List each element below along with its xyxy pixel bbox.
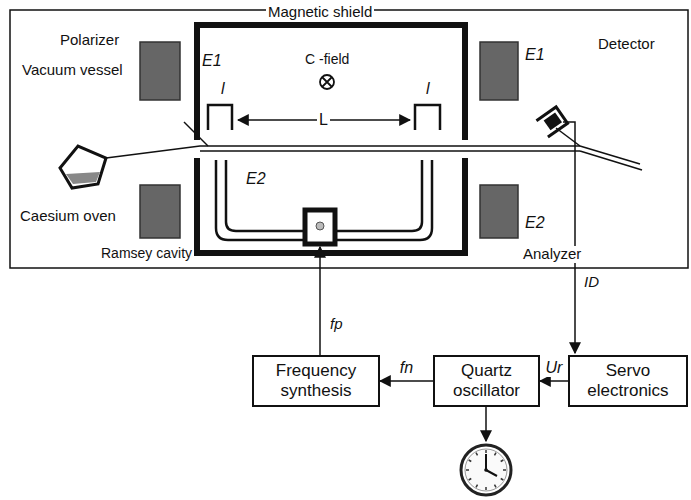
signal-label: fn <box>398 359 415 377</box>
part-label: Magnetic shield <box>266 4 374 21</box>
part-label: C -field <box>303 52 351 67</box>
field-label: E2 <box>244 170 268 188</box>
signal-label: fp <box>328 316 345 333</box>
caesium-oven <box>60 146 106 188</box>
field-label: E2 <box>523 214 547 232</box>
clock-output-line <box>485 407 487 441</box>
box-text: Frequency synthesis <box>260 361 372 400</box>
process-box: Quartz oscillator <box>433 355 540 407</box>
length-label: l <box>219 80 227 98</box>
clock-icon <box>461 445 511 495</box>
part-label: Polarizer <box>58 32 121 49</box>
signal-label: Ur <box>544 359 565 377</box>
process-box: Frequency synthesis <box>252 355 380 407</box>
field-label: E1 <box>523 46 547 64</box>
part-label: Ramsey cavity <box>99 246 194 261</box>
c-field-symbol <box>320 75 334 89</box>
box-text: Quartz oscillator <box>441 361 532 400</box>
signal-arrow <box>380 380 433 382</box>
process-box: Servo electronics <box>568 355 688 407</box>
part-label: Analyzer <box>521 246 583 263</box>
signal-label: ID <box>582 274 601 291</box>
probe-frequency-line <box>319 247 321 355</box>
part-label: Caesium oven <box>18 208 118 225</box>
length-label: L <box>317 111 330 129</box>
signal-arrow <box>540 380 568 382</box>
detector-signal-line <box>563 122 575 353</box>
vessel-label: Vacuum vessel <box>20 62 125 79</box>
part-label: Detector <box>596 36 657 53</box>
magnetic-shield <box>197 25 465 253</box>
vacuum-vessel <box>10 10 688 268</box>
detector <box>536 107 567 137</box>
field-label: E1 <box>200 52 224 70</box>
box-text: Servo electronics <box>576 361 680 400</box>
length-label: l <box>424 80 432 98</box>
ramsey-cavity <box>208 105 440 244</box>
